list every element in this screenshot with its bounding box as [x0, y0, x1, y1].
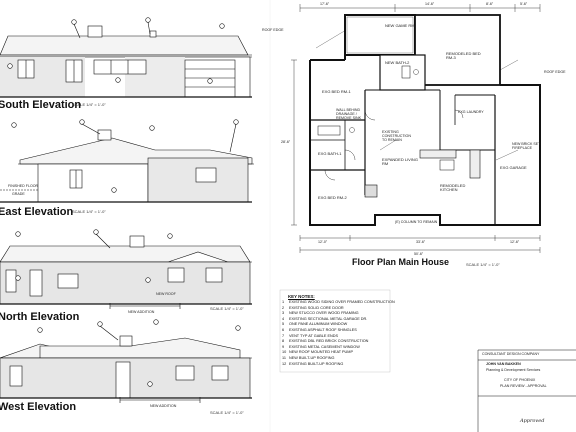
title-block-city: CITY OF PHOENIX	[504, 378, 536, 382]
finished-floor-label: FINISHED FLOOR	[8, 184, 39, 188]
dim-top-3: 8'-6"	[486, 2, 494, 6]
plan-note-2: EXISTING CONSTRUCTION TO REMAIN	[382, 130, 411, 143]
room-living-rm: EXPANDED LIVING RM	[382, 157, 418, 167]
room-new-game-rm: NEW GAME RM	[385, 23, 415, 28]
room-new-bath-2: NEW BATH-2	[385, 60, 410, 65]
south-elevation-title: South Elevation	[0, 99, 82, 111]
south-elevation-scale: SCALE 1/4" = 1'-0"	[72, 102, 106, 107]
dim-left: 28'-6"	[281, 140, 291, 144]
title-block-department: Planning & Development Services	[486, 368, 541, 372]
room-bed-rm-2: EXG BED RM-2	[318, 195, 347, 200]
floor-plan-title: Floor Plan Main House	[352, 257, 450, 267]
west-elevation-title: West Elevation	[0, 401, 77, 413]
west-new-addition-label: NEW ADDITION	[150, 404, 177, 408]
dim-top-1: 17'-6"	[320, 2, 330, 6]
title-block-approval: PLAN REVIEW - APPROVAL	[500, 384, 547, 388]
east-elevation-scale: SCALE 1/4" = 1'-0"	[72, 209, 106, 214]
room-bath-1: EXG BATH-1	[318, 151, 342, 156]
plan-note-3: NEW BRICK SET FIREPLACE	[512, 142, 541, 151]
room-garage: EXG GARAGE	[500, 165, 527, 170]
east-elevation-drawing	[0, 119, 254, 203]
west-elevation-scale: SCALE 1/4" = 1'-0"	[210, 410, 244, 415]
room-laundry: EXG LAUNDRY	[458, 110, 484, 114]
roof-edge-label-right: ROOF EDGE	[544, 70, 566, 74]
floor-plan-drawing	[291, 4, 541, 253]
room-bed-rm-1: EXG BED RM-1	[322, 89, 351, 94]
room-kitchen: REMODELED KITCHEN	[440, 183, 466, 193]
north-new-addition-label: NEW ADDITION	[128, 310, 155, 314]
south-elevation-drawing	[0, 17, 252, 98]
dim-top-2: 14'-6"	[425, 2, 435, 6]
floor-plan-scale: SCALE 1/4" = 1'-0"	[466, 262, 500, 267]
dim-bottom-1: 12'-0"	[318, 240, 328, 244]
north-elevation-scale: SCALE 1/4" = 1'-0"	[210, 306, 244, 311]
east-elevation-title: East Elevation	[0, 206, 74, 218]
dim-bottom-total: 50'-6"	[414, 252, 424, 256]
dim-bottom-2: 33'-6"	[416, 240, 426, 244]
title-block-signature: Approved	[520, 418, 545, 424]
new-roof-label: NEW ROOF	[156, 292, 176, 296]
dim-top-4: 5'-6"	[520, 2, 528, 6]
plan-note-4: (E) COLUMN TO REMAIN	[395, 220, 438, 224]
key-notes-title: KEY NOTES:	[288, 294, 315, 299]
title-block-frame	[477, 349, 576, 432]
room-bed-rm-3: REMODELED BED RM-3	[446, 51, 481, 61]
plan-note-1: WALL BEHIND DRAINAGE / REMOVE SINK	[336, 108, 361, 121]
west-elevation-drawing	[0, 319, 252, 403]
grade-label: GRADE	[12, 192, 25, 196]
key-notes-frame	[279, 289, 391, 373]
roof-edge-label-left: ROOF EDGE	[262, 28, 284, 32]
dim-bottom-3: 12'-6"	[510, 240, 520, 244]
title-block-company: CONSULTANT DESIGN COMPANY	[482, 352, 540, 356]
north-elevation-drawing	[0, 229, 252, 309]
title-block-name: JOHN VAN BAKKEN	[486, 362, 521, 366]
north-elevation-title: North Elevation	[0, 311, 80, 323]
